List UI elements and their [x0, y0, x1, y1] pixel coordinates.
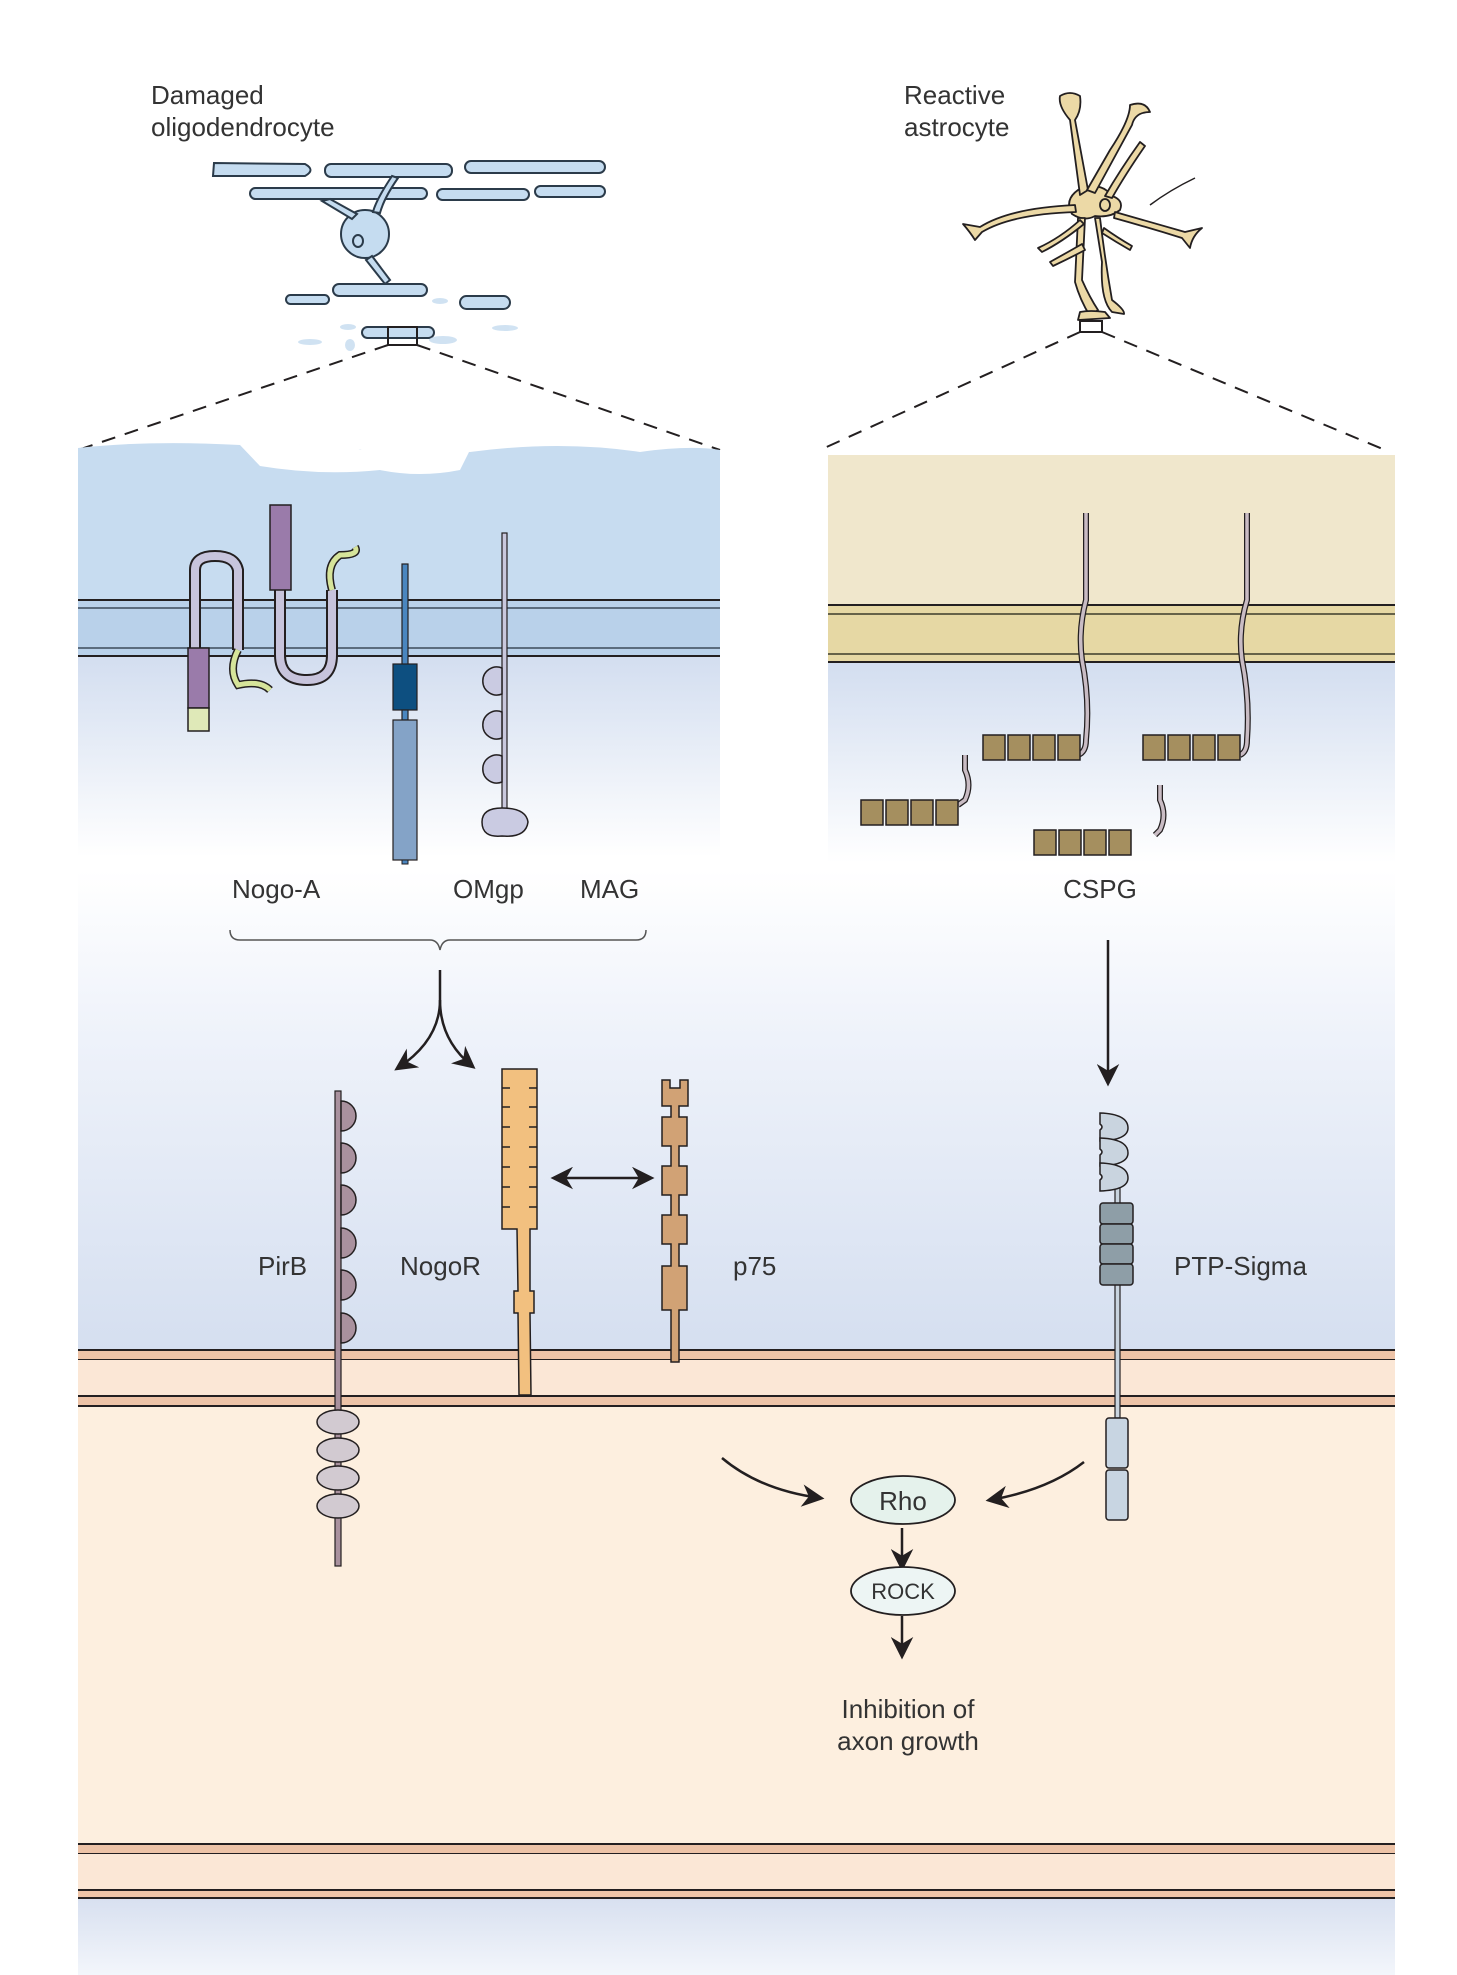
- pirb-label: PirB: [258, 1251, 307, 1281]
- zoom-line-right: [1101, 331, 1386, 451]
- axon-lower-membrane: [78, 1843, 1395, 1899]
- astrocyte-label-1: Reactive: [904, 80, 1005, 110]
- rock-label: ROCK: [871, 1579, 935, 1604]
- oligodendrocyte-label-1: Damaged: [151, 80, 264, 110]
- astrocyte-label-2: astrocyte: [904, 112, 1010, 142]
- zoom-region-box: [387, 326, 418, 346]
- cspg-molecules: [860, 513, 1251, 856]
- oligodendrocyte-label-2: oligodendrocyte: [151, 112, 335, 142]
- zoom-line-left: [819, 331, 1081, 451]
- omgp-protein: [392, 563, 418, 865]
- astrocyte-panel: [828, 455, 1395, 863]
- rock-node: ROCK: [850, 1566, 956, 1616]
- extracellular-space: [78, 870, 1395, 1350]
- zoom-line-left: [77, 344, 389, 451]
- inhibitor-to-receptor-arrows: [394, 940, 1120, 1190]
- outcome-label-1: Inhibition of: [842, 1694, 976, 1724]
- axon: [78, 1349, 1395, 1975]
- signaling-arrows: [721, 1457, 1085, 1660]
- p75-receptor: [661, 1079, 689, 1363]
- cspg-label: CSPG: [1063, 874, 1137, 904]
- ptp-sigma-receptor: [1099, 1112, 1134, 1521]
- zoom-line-right: [416, 344, 721, 451]
- ptp-sigma-label: PTP-Sigma: [1174, 1251, 1307, 1281]
- zoom-region-box: [1079, 320, 1103, 333]
- nogo-a-label: Nogo-A: [232, 874, 321, 904]
- p75-label: p75: [733, 1251, 776, 1281]
- pirb-receptor: [316, 1090, 360, 1567]
- mag-protein: [481, 532, 529, 837]
- nogor-receptor: [501, 1068, 538, 1396]
- mag-label: MAG: [580, 874, 639, 904]
- omgp-label: OMgp: [453, 874, 524, 904]
- nogo-a-protein: [187, 504, 360, 732]
- arrow-p75-to-rho: [721, 1457, 825, 1507]
- outcome-label-2: axon growth: [837, 1726, 979, 1756]
- nogor-label: NogoR: [400, 1251, 481, 1281]
- bottom-extracellular: [78, 1899, 1395, 1975]
- oligodendrocyte-illustration: [77, 160, 721, 451]
- astrocyte-illustration: [819, 92, 1386, 451]
- arrow-to-nogor: [438, 999, 476, 1069]
- axon-upper-membrane: [78, 1349, 1395, 1407]
- myelin-inhibitors-brace: [229, 929, 647, 951]
- arrow-ptp-sigma-to-rho: [985, 1461, 1085, 1509]
- rho-node: Rho: [850, 1475, 956, 1525]
- rho-label: Rho: [879, 1486, 927, 1516]
